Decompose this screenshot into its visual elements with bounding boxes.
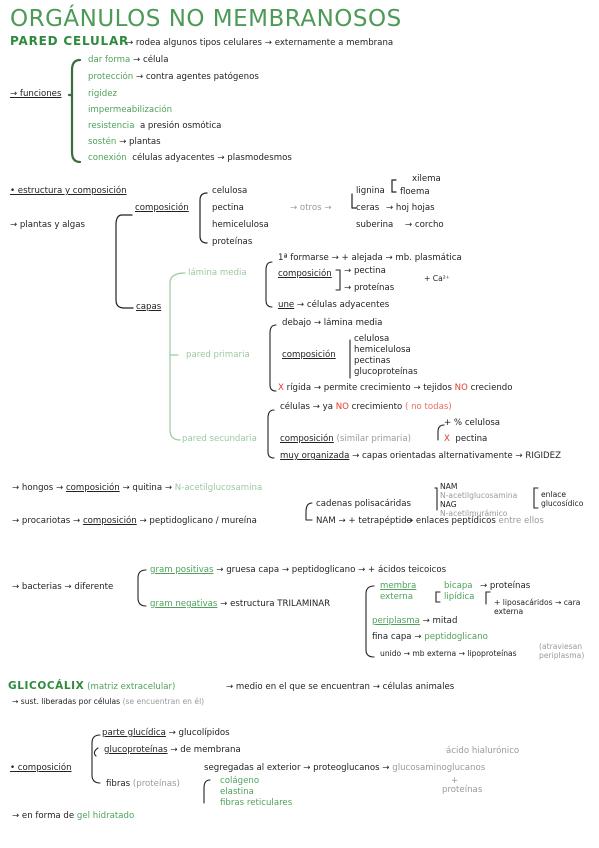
- proteinas-bac: → proteínas: [480, 581, 531, 591]
- lignina: lignina: [356, 186, 385, 196]
- hongos: → hongos → composición → quitina → N-ace…: [12, 483, 263, 493]
- lamina-comp-item: → pectina: [344, 266, 386, 276]
- comp-item: proteínas: [212, 237, 253, 247]
- cadenas: cadenas polisacáridas: [316, 499, 411, 509]
- fibras: fibras (proteínas): [106, 779, 180, 789]
- funciones-label: → funciones: [10, 89, 62, 99]
- enlaces: → enlaces peptídicos entre ellos: [406, 516, 544, 526]
- funcion-item: protección → contra agentes patógenos: [88, 72, 259, 82]
- lamina-comp-item: → proteínas: [344, 283, 395, 293]
- lamina-comp: composición: [278, 269, 332, 279]
- estructura-label: • estructura y composición: [10, 186, 127, 196]
- suberina: suberina: [356, 220, 394, 230]
- secundaria-celulas: células → ya NO crecimiento ( no todas): [280, 402, 452, 412]
- acido-hialuronico: ácido hialurónico: [446, 746, 520, 756]
- glicocalix-sust: → sust. liberadas por células (se encuen…: [12, 697, 205, 706]
- lamina-une: une → células adyacentes: [278, 300, 390, 310]
- funcion-item: resistencia a presión osmótica: [88, 121, 222, 131]
- primaria-comp-item: celulosa: [354, 334, 390, 344]
- nacg: N-acetilglucosamina: [440, 491, 518, 500]
- ceras-rest: → hoj hojas: [386, 203, 435, 213]
- unido: unido → mb externa → lipoproteínas: [380, 649, 517, 658]
- composicion-label: composición: [135, 203, 189, 213]
- page-title: ORGÁNULOS NO MEMBRANOSOS: [10, 6, 402, 32]
- primaria-debajo: debajo → lámina media: [282, 318, 383, 328]
- primaria-comp: composición: [282, 350, 336, 360]
- atraviesan: (atraviesan periplasma): [539, 642, 585, 660]
- fibra-item: elastina: [220, 787, 254, 797]
- nacm: N-acetilmurámico: [440, 509, 508, 518]
- fibra-item: colágeno: [220, 776, 260, 786]
- comp-item: celulosa: [212, 186, 248, 196]
- bicapa: bicapa: [444, 581, 473, 591]
- lamina-formarse: 1ª formarse → + alejada → mb. plasmática: [278, 253, 462, 263]
- gram-positivas: gram positivas → gruesa capa → peptidogl…: [150, 565, 447, 575]
- periplasma: periplasma → mitad: [372, 616, 458, 626]
- segregadas: segregadas al exterior → proteoglucanos …: [204, 763, 486, 773]
- heading-pared-celular: PARED CELULAR: [10, 34, 130, 48]
- glicocalix-comp: • composición: [10, 763, 72, 773]
- enlace: enlace glucosídico: [541, 490, 584, 508]
- glucoproteinas: glucoproteínas → de membrana: [104, 745, 241, 755]
- funcion-item: sostén → plantas: [88, 137, 161, 147]
- capas-label: capas: [136, 302, 162, 312]
- calcio: + Ca²⁺: [424, 274, 450, 283]
- ceras: ceras: [356, 203, 380, 213]
- externa: externa: [380, 592, 413, 602]
- pared-primaria: pared primaria: [186, 350, 250, 360]
- glicocalix-heading: GLICOCÁLIX (matriz extracelular): [8, 680, 176, 692]
- lamina-media: lámina media: [188, 268, 247, 278]
- nag: NAG: [440, 500, 457, 509]
- gram-negativas: gram negativas → estructura TRILAMINAR: [150, 599, 331, 609]
- secundaria-pectina: X pectina: [444, 434, 488, 444]
- procariotas: → procariotas → composición → peptidogli…: [12, 516, 257, 526]
- mas: +: [451, 776, 459, 786]
- comp-item: pectina: [212, 203, 244, 213]
- liposacaridos: + liposacáridos → cara externa: [494, 598, 581, 616]
- primaria-comp-item: pectinas: [354, 356, 391, 366]
- secundaria-celulosa: + % celulosa: [444, 418, 501, 428]
- funcion-item: impermeabilización: [88, 105, 173, 115]
- funcion-item: dar forma → célula: [88, 55, 169, 65]
- pared-secundaria: pared secundaria: [182, 434, 257, 444]
- comp-item: hemicelulosa: [212, 220, 269, 230]
- membra: membra: [380, 581, 417, 591]
- proteinas-gluco: proteínas: [442, 785, 483, 795]
- lipidica: lipídica: [444, 592, 475, 602]
- lignina-sub: xilema: [412, 174, 441, 184]
- otros-label: → otros →: [290, 203, 332, 213]
- suberina-rest: → corcho: [405, 220, 444, 230]
- pared-intro: → rodea algunos tipos celulares → extern…: [126, 38, 394, 48]
- fina-capa: fina capa → peptidoglicano: [372, 632, 488, 642]
- funcion-item: rigidez: [88, 89, 118, 99]
- primaria-rigida: X rígida → permite crecimiento → tejidos…: [278, 383, 513, 393]
- funcion-item: conexión células adyacentes → plasmodesm…: [88, 153, 292, 163]
- parte-glucidica: parte glucídica → glucolípidos: [102, 728, 230, 738]
- plantas-label: → plantas y algas: [10, 220, 86, 230]
- fibra-item: fibras reticulares: [220, 798, 293, 808]
- secundaria-muy: muy organizada → capas orientadas altern…: [280, 451, 561, 461]
- primaria-comp-item: hemicelulosa: [354, 345, 411, 355]
- nam: NAM: [440, 482, 458, 491]
- glicocalix-medio: → medio en el que se encuentran → célula…: [226, 682, 455, 692]
- primaria-comp-item: glucoproteínas: [354, 367, 418, 377]
- forma-gel: → en forma de gel hidratado: [12, 811, 135, 821]
- lignina-sub: floema: [400, 187, 430, 197]
- bacterias: → bacterias → diferente: [12, 582, 114, 592]
- namtetra: NAM → + tetrapéptido: [316, 516, 412, 526]
- secundaria-comp: composición (similar primaria): [280, 434, 411, 444]
